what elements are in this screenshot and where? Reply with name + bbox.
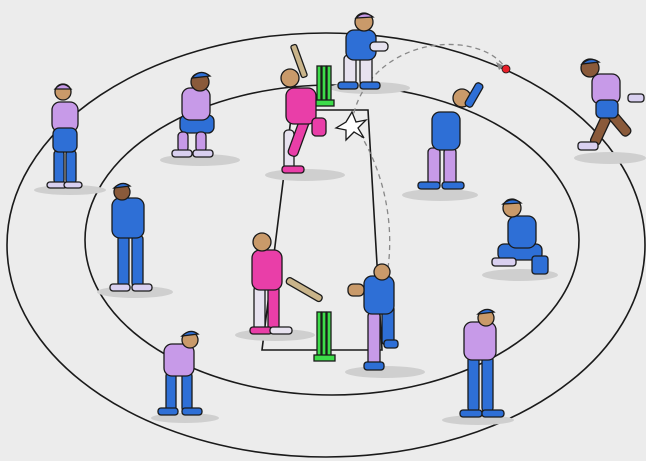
cricket-ball-icon [502,65,510,73]
stumps-icon-far [315,66,334,106]
